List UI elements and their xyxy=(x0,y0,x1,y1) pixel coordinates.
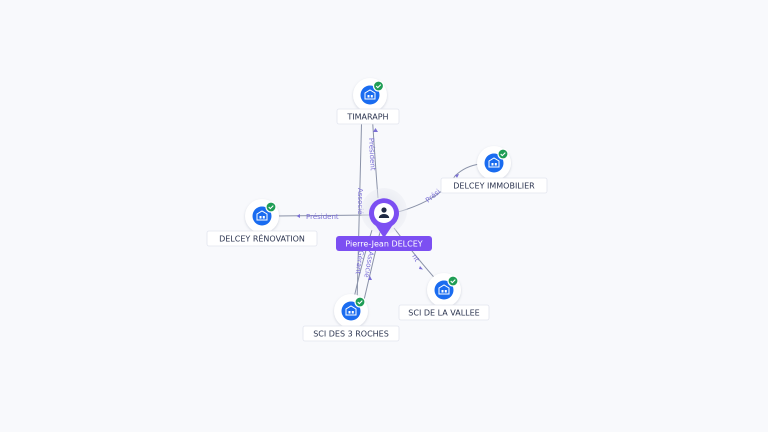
building-icon xyxy=(438,284,450,295)
company-label-timaraph: TIMARAPH xyxy=(346,113,388,122)
edge-label-delcey-immobilier: Prési xyxy=(424,188,442,205)
edge-sci3roches-gerant xyxy=(353,229,373,299)
company-label-delcey-renovation: DELCEY RÉNOVATION xyxy=(219,233,305,244)
building-icon xyxy=(256,210,268,221)
arrow-icon xyxy=(373,128,378,132)
arrow-icon xyxy=(296,214,300,218)
edge-label-delcey-renovation: Président xyxy=(306,213,339,221)
building-icon xyxy=(345,305,357,316)
node-icon-bg xyxy=(484,153,504,173)
edge-delcey-renovation xyxy=(275,214,373,217)
verified-badge-icon xyxy=(354,296,366,308)
company-label-sci-de-la-vallee: SCI DE LA VALLEE xyxy=(408,309,479,318)
center-person-node[interactable]: Pierre-Jean DELCEY xyxy=(336,188,432,251)
edge-label-sci3roches-gerant: Gérant xyxy=(354,250,365,275)
node-label-bg xyxy=(440,177,548,194)
building-icon xyxy=(488,157,500,168)
edge-delcey-immobilier xyxy=(397,163,481,213)
company-node-timaraph[interactable]: TIMARAPH xyxy=(336,78,400,125)
verified-badge-icon xyxy=(372,80,385,92)
center-person-name: Pierre-Jean DELCEY xyxy=(345,240,422,249)
node-icon-bg xyxy=(360,85,380,105)
check-icon xyxy=(500,152,506,157)
building-icon xyxy=(364,89,376,100)
node-label-bg xyxy=(302,325,400,342)
edge-label-sci3roches-associe-1: Associé xyxy=(356,188,364,214)
company-node-delcey-renovation[interactable]: DELCEY RÉNOVATION xyxy=(206,199,318,247)
company-label-sci-des-3-roches: SCI DES 3 ROCHES xyxy=(313,330,389,339)
arrow-icon xyxy=(368,276,372,280)
edge-label-sci-de-la-vallee: nt xyxy=(410,253,421,263)
person-icon xyxy=(378,207,390,218)
arrow-icon xyxy=(419,266,423,270)
edge-label-timaraph: Président xyxy=(367,138,377,171)
verified-badge-icon xyxy=(447,275,459,287)
node-label-bg xyxy=(336,108,400,125)
node-icon-bg xyxy=(434,280,454,300)
center-pin-inner xyxy=(374,203,394,223)
company-node-sci-des-3-roches[interactable]: SCI DES 3 ROCHES xyxy=(302,294,400,342)
company-node-delcey-immobilier[interactable]: DELCEY IMMOBILIER xyxy=(440,146,548,194)
node-label-bg xyxy=(206,230,318,247)
node-icon-bg xyxy=(252,206,272,226)
company-node-sci-de-la-vallee[interactable]: SCI DE LA VALLEE xyxy=(398,273,490,321)
check-icon xyxy=(268,205,274,210)
company-label-delcey-immobilier: DELCEY IMMOBILIER xyxy=(453,182,535,191)
check-icon xyxy=(450,279,456,284)
edge-sci3roches-associe-1 xyxy=(356,103,363,305)
verified-badge-icon xyxy=(497,148,509,160)
node-icon-bg xyxy=(341,301,361,321)
arrow-icon xyxy=(455,174,459,178)
verified-badge-icon xyxy=(265,201,277,213)
center-label-bg xyxy=(336,236,432,251)
check-icon xyxy=(375,84,382,89)
check-icon xyxy=(357,300,363,305)
node-label-bg xyxy=(398,304,490,321)
